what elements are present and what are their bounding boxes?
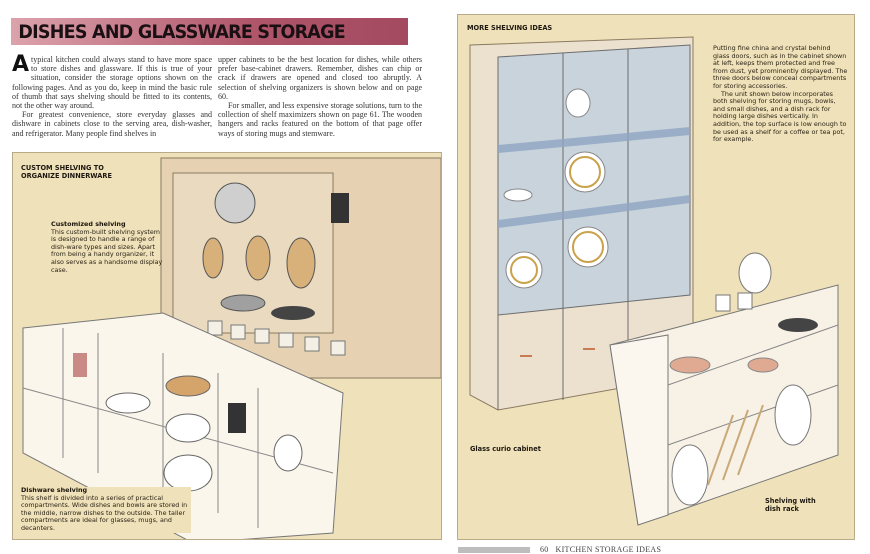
title-bar: DISHES AND GLASSWARE STORAGE <box>11 18 408 45</box>
page-number: 60 <box>540 545 549 554</box>
caption-title: Customized shelving <box>51 220 126 228</box>
custom-shelving-illustration <box>22 157 441 539</box>
panel-heading: CUSTOM SHELVING TO ORGANIZE DINNERWARE <box>21 164 112 180</box>
text-paragraph-2: The unit shown below incorporates both s… <box>713 89 847 144</box>
intro-paragraph-2: For greatest convenience, store everyday… <box>12 110 212 138</box>
dish-rack-caption: Shelving with dish rack <box>765 497 816 513</box>
curio-cabinet-and-rack-illustration <box>469 36 839 526</box>
section-name: KITCHEN STORAGE IDEAS <box>555 545 662 554</box>
curio-cabinet-caption: Glass curio cabinet <box>470 445 541 453</box>
dishware-shelving-caption: Dishware shelving This shelf is divided … <box>21 486 191 533</box>
intro-paragraph-1: typical kitchen could always stand to ha… <box>12 55 212 111</box>
intro-column-2: upper cabinets to be the best location f… <box>218 55 422 138</box>
page-title: DISHES AND GLASSWARE STORAGE <box>18 21 345 43</box>
caption-title: Dishware shelving <box>21 486 88 494</box>
caption-text: This custom-built shelving system is des… <box>51 227 163 274</box>
customized-shelving-caption: Customized shelving This custom-built sh… <box>51 220 163 274</box>
text-paragraph-1: Putting fine china and crystal behind gl… <box>713 44 848 90</box>
panel-heading: MORE SHELVING IDEAS <box>467 24 553 32</box>
drop-cap: A <box>12 52 30 77</box>
footer-bar <box>458 547 530 553</box>
intro-paragraph-3: upper cabinets to be the best location f… <box>218 55 422 101</box>
custom-shelving-panel: CUSTOM SHELVING TO ORGANIZE DINNERWARE C… <box>12 152 442 540</box>
more-shelving-panel: MORE SHELVING IDEAS Putting fine china a… <box>457 14 855 540</box>
intro-paragraph-4: For smaller, and less expensive storage … <box>218 101 422 138</box>
caption-text: This shelf is divided into a series of p… <box>21 493 188 532</box>
footer: 60 KITCHEN STORAGE IDEAS <box>540 545 661 554</box>
more-shelving-text: Putting fine china and crystal behind gl… <box>713 44 848 144</box>
